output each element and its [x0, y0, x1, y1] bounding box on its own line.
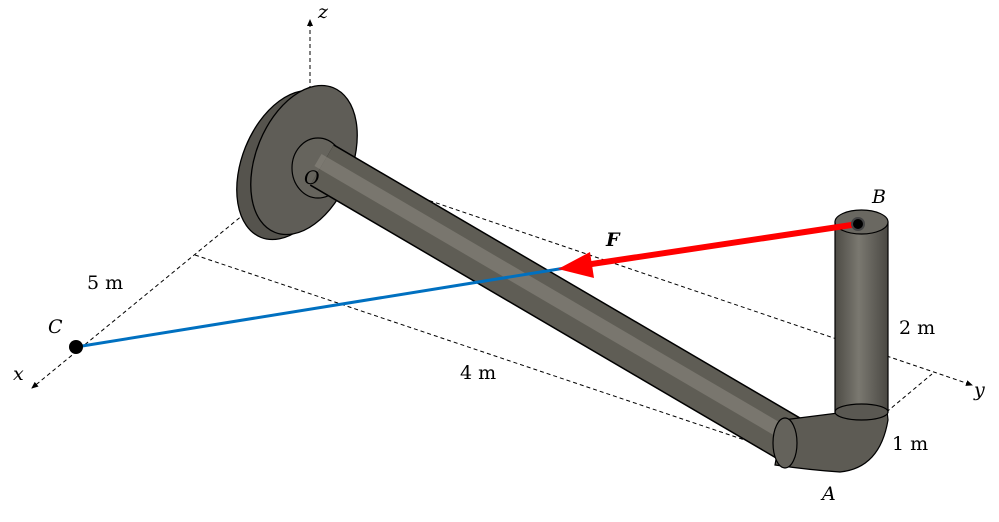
y-axis-label: y	[973, 379, 985, 401]
z-axis-label: z	[317, 1, 329, 23]
origin-label: O	[304, 167, 320, 189]
point-b-marker	[851, 217, 865, 231]
point-c-marker	[69, 340, 83, 354]
force-arrow	[584, 221, 859, 268]
pipe-segment-oa	[309, 144, 813, 466]
dim-4m-label: 4 m	[460, 362, 496, 384]
dim-1m-label: 1 m	[892, 433, 928, 455]
x-axis-label: x	[13, 363, 24, 385]
dim-line-x-to-a	[194, 254, 823, 467]
force-arrowhead	[558, 252, 594, 278]
pipe-segment-b	[834, 209, 889, 421]
point-b-label: B	[871, 186, 886, 208]
force-label: F	[605, 229, 621, 251]
cable-line	[75, 266, 566, 349]
point-a-label: A	[820, 483, 836, 505]
point-c-label: C	[48, 316, 63, 338]
dim-2m-label: 2 m	[899, 317, 935, 339]
dim-5m-label: 5 m	[87, 272, 123, 294]
